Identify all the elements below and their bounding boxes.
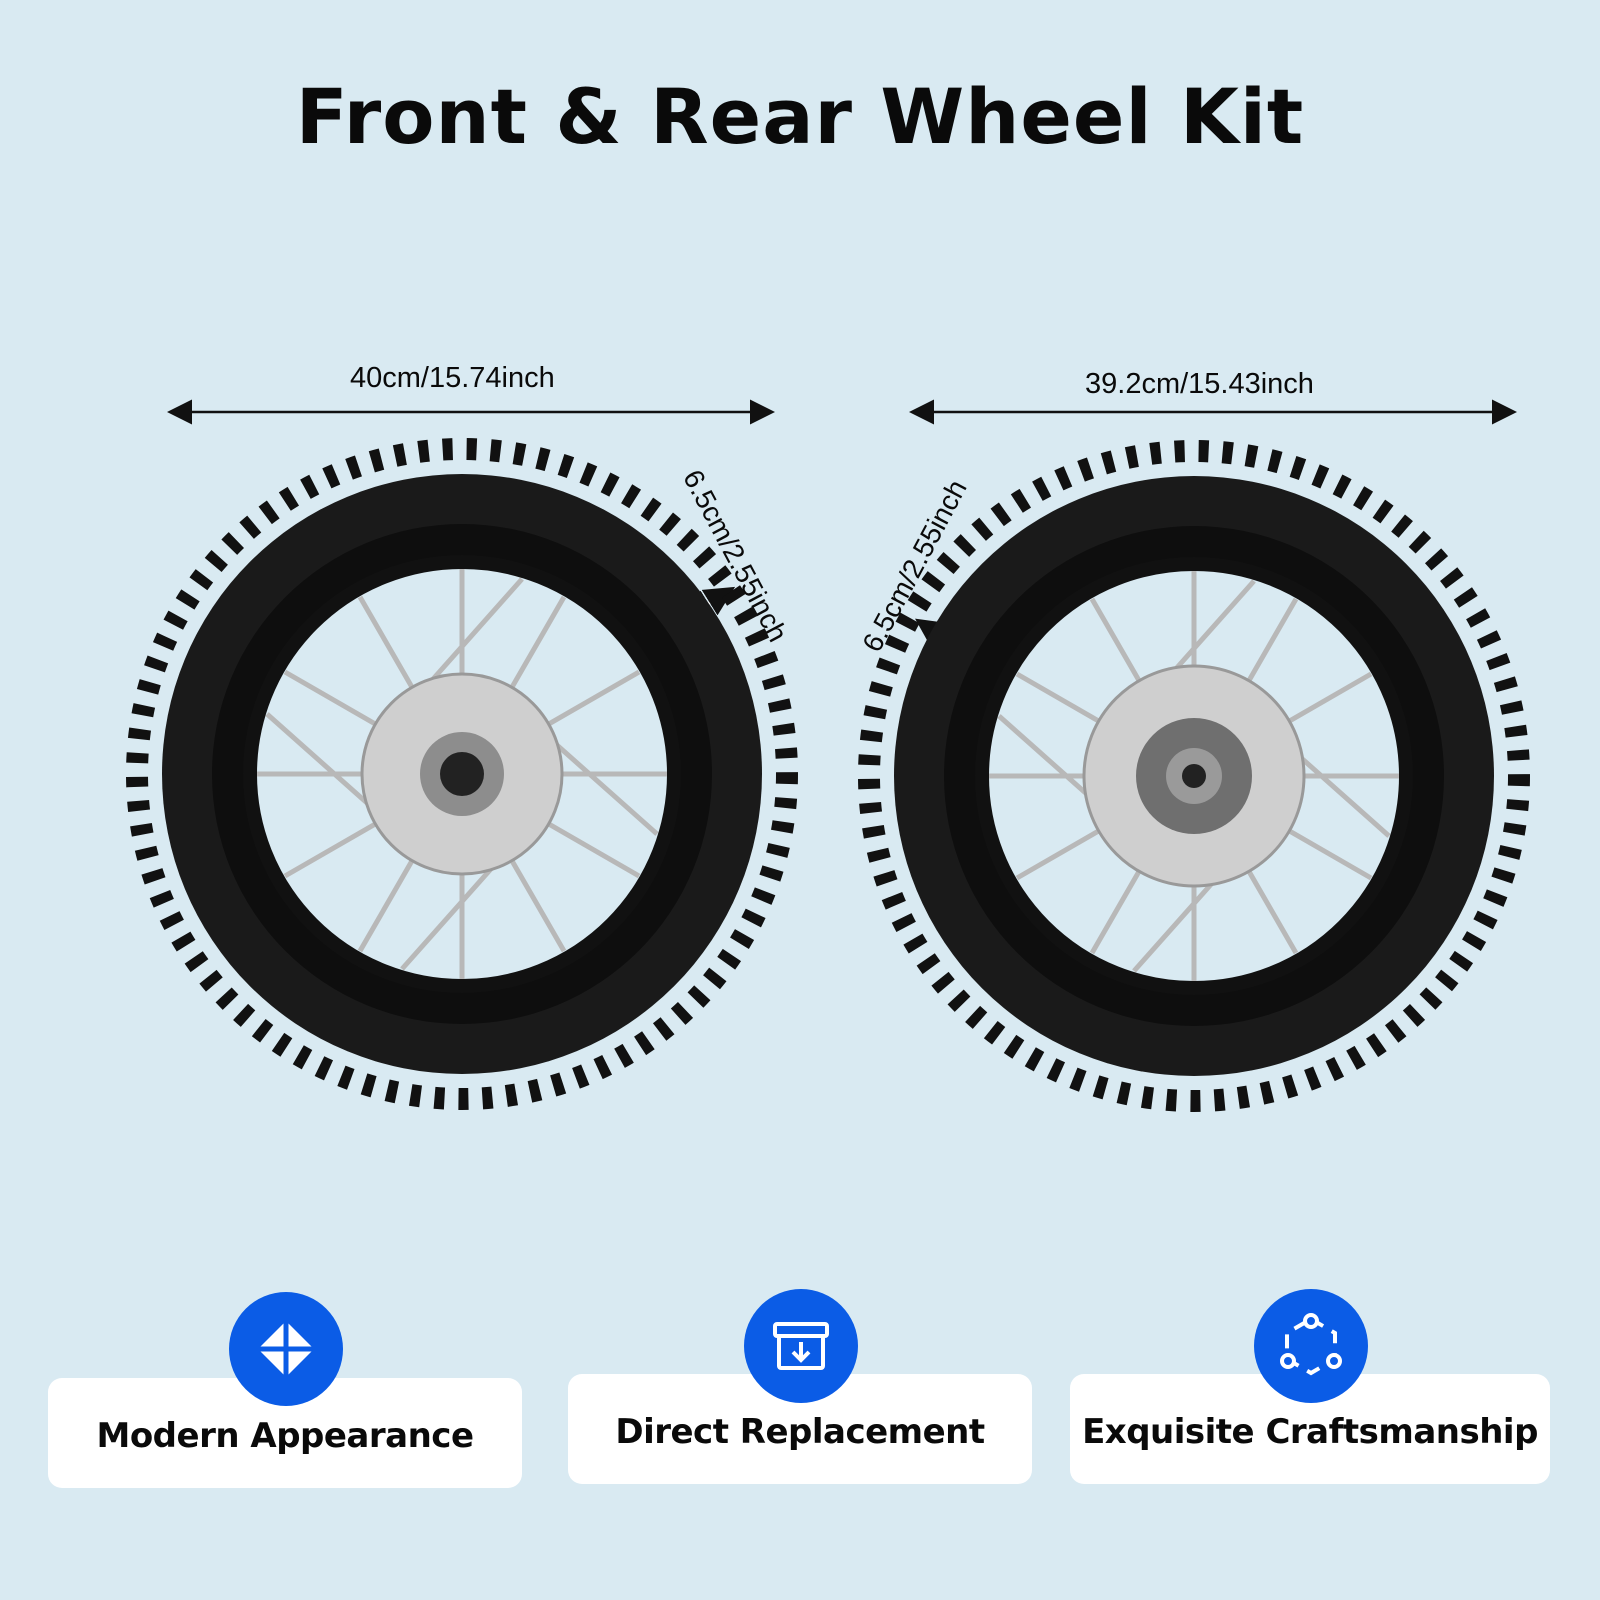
feature-label: Exquisite Craftsmanship <box>1082 1412 1538 1452</box>
hexagon-nodes-icon <box>1254 1289 1368 1403</box>
rear-width-label: 39.2cm/15.43inch <box>1085 368 1314 400</box>
front-wheel-image <box>126 438 798 1110</box>
feature-label: Direct Replacement <box>615 1412 985 1452</box>
page-title: Front & Rear Wheel Kit <box>295 72 1305 161</box>
rear-wheel-image <box>858 440 1530 1112</box>
feature-label: Modern Appearance <box>96 1416 474 1456</box>
box-download-icon <box>744 1289 858 1403</box>
diamond-split-icon <box>229 1292 343 1406</box>
front-width-label: 40cm/15.74inch <box>350 362 555 394</box>
